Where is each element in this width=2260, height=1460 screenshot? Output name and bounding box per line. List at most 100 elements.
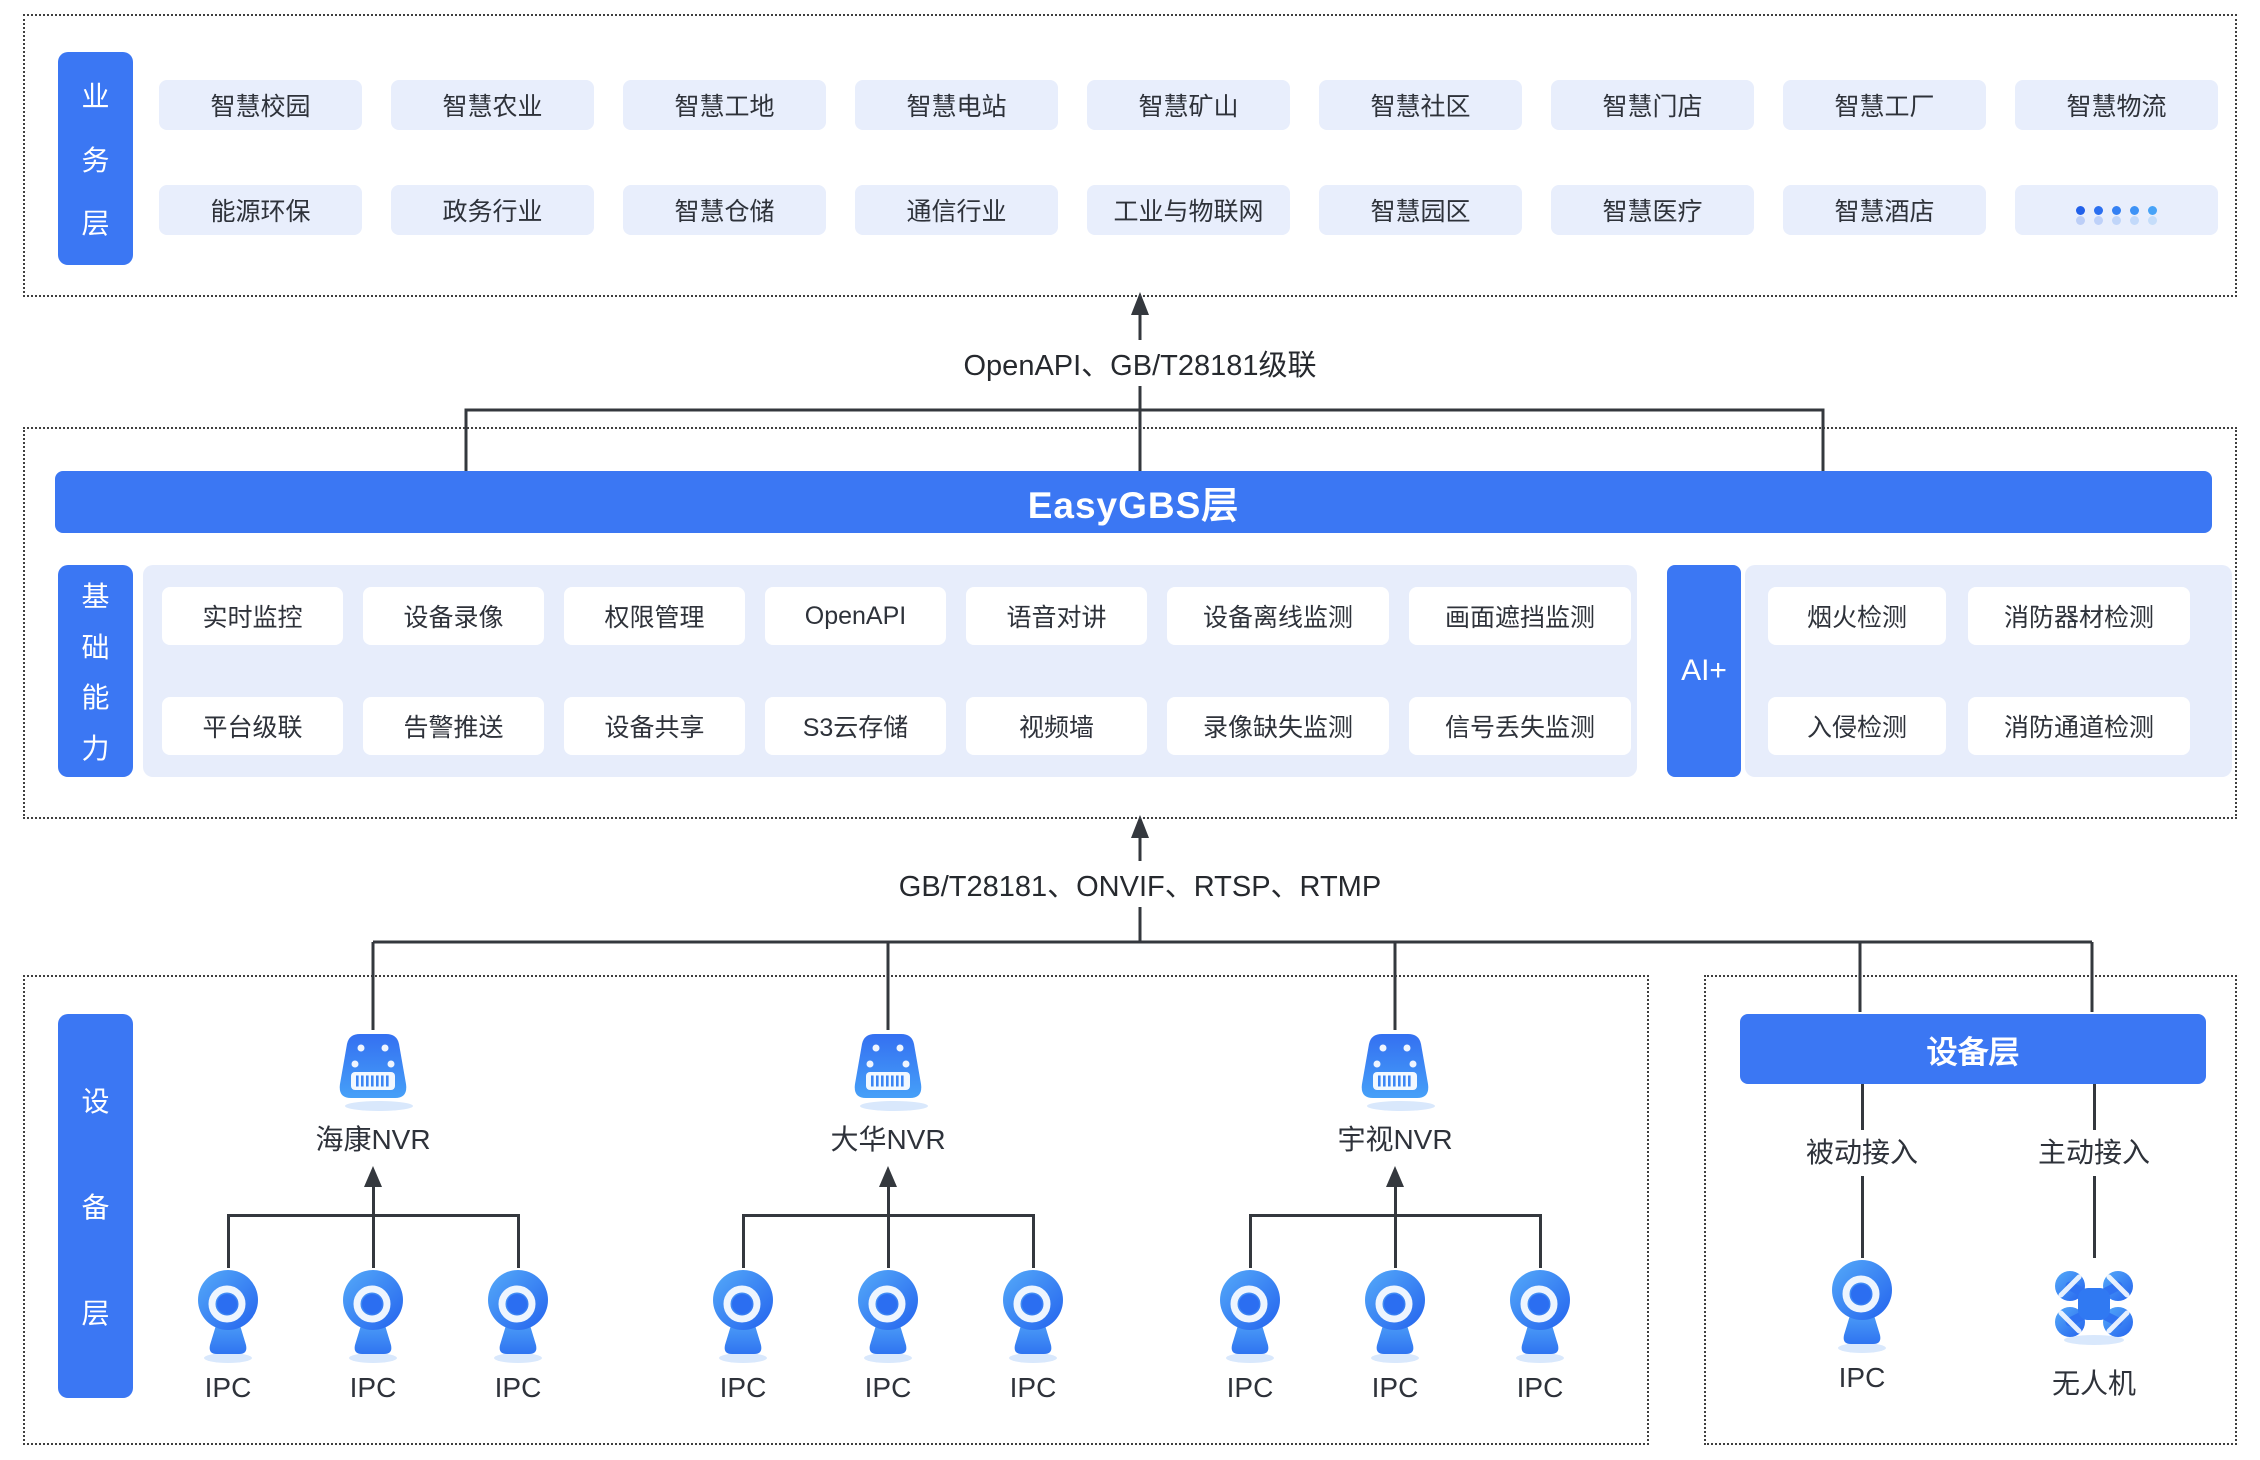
ipc-column: IPC: [1190, 1268, 1310, 1404]
connector-line: [1393, 1214, 1397, 1268]
gbs-layer-title-bar: EasyGBS层: [55, 471, 2212, 533]
arrow-up-icon: [1131, 815, 1149, 838]
dot-icon: [2094, 205, 2103, 215]
capability-chip: 设备共享: [564, 697, 745, 755]
nvr-icon: [840, 1028, 936, 1112]
ipc-label: IPC: [864, 1372, 912, 1403]
capability-chip: S3云存储: [765, 697, 946, 755]
connector-line: [1860, 1176, 1864, 1258]
ipc-column: IPC: [973, 1268, 1093, 1404]
top-bracket-line: [464, 408, 1825, 471]
ipc-camera-icon: [485, 1268, 551, 1364]
connector-line: [371, 1185, 375, 1214]
connector-line: [1393, 1185, 1397, 1214]
ipc-camera-icon: [1000, 1268, 1066, 1364]
ipc-column: IPC: [683, 1268, 803, 1404]
business-chip: 智慧农业: [391, 80, 594, 130]
business-chip: 智慧社区: [1319, 80, 1522, 130]
connector-line: [1538, 1214, 1542, 1268]
ai-capability-chip: 入侵检测: [1768, 697, 1946, 755]
capability-chip: 设备离线监测: [1167, 587, 1389, 645]
business-layer-box: [23, 14, 2237, 297]
connector-line: [371, 1214, 375, 1268]
ipc-column: IPC: [168, 1268, 288, 1404]
business-chip: 智慧工地: [623, 80, 826, 130]
connector-line: [886, 1185, 890, 1214]
device-label: IPC: [1838, 1362, 1886, 1393]
nvr-group: 宇视NVR IPC IPC IPC: [1215, 1012, 1575, 1422]
business-chip: 政务行业: [391, 185, 594, 235]
ipc-column: IPC: [828, 1268, 948, 1404]
dot-icon: [2112, 205, 2121, 215]
ipc-label: IPC: [1009, 1372, 1057, 1403]
drone-icon: [2050, 1258, 2138, 1354]
ipc-camera-icon: [1829, 1258, 1895, 1354]
business-chip: 通信行业: [855, 185, 1058, 235]
dot-icon: [2148, 205, 2157, 215]
nvr-label: 大华NVR: [830, 1124, 946, 1155]
business-chip: 智慧矿山: [1087, 80, 1290, 130]
ai-capability-chip: 烟火检测: [1768, 587, 1946, 645]
capability-chip: 设备录像: [363, 587, 544, 645]
capability-chip: 语音对讲: [966, 587, 1147, 645]
nvr-group: 大华NVR IPC IPC IPC: [708, 1012, 1068, 1422]
nvr-label: 宇视NVR: [1337, 1124, 1453, 1155]
business-chip-row-1: 智慧校园智慧农业智慧工地智慧电站智慧矿山智慧社区智慧门店智慧工厂智慧物流: [159, 80, 2218, 130]
ai-row-1: 烟火检测消防器材检测: [1768, 587, 2190, 645]
more-dots-icon: [2015, 185, 2218, 235]
ipc-camera-icon: [1217, 1268, 1283, 1364]
nvr-label: 海康NVR: [315, 1124, 431, 1155]
connector-line: [2092, 1084, 2096, 1130]
access-column: 主动接入 无人机: [1984, 1084, 2204, 1402]
capability-chip: OpenAPI: [765, 587, 946, 645]
ipc-camera-icon: [1362, 1268, 1428, 1364]
business-chip: 能源环保: [159, 185, 362, 235]
arrow-up-icon: [364, 1166, 382, 1187]
ipc-label: IPC: [204, 1372, 252, 1403]
ipc-label: IPC: [494, 1372, 542, 1403]
business-chip: 智慧园区: [1319, 185, 1522, 235]
ipc-label: IPC: [1371, 1372, 1419, 1403]
device-layer-label: 设备层: [58, 1014, 133, 1398]
ai-row-2: 入侵检测消防通道检测: [1768, 697, 2190, 755]
capability-chip: 权限管理: [564, 587, 745, 645]
access-column: 被动接入 IPC: [1752, 1084, 1972, 1394]
ipc-column: IPC: [1480, 1268, 1600, 1404]
capability-chip: 平台级联: [162, 697, 343, 755]
ipc-column: IPC: [458, 1268, 578, 1404]
ipc-camera-icon: [710, 1268, 776, 1364]
ipc-camera-icon: [340, 1268, 406, 1364]
ai-plus-label: AI+: [1667, 565, 1741, 777]
capability-chip: 视频墙: [966, 697, 1147, 755]
connector-line: [1248, 1214, 1252, 1268]
bottom-connector-label: GB/T28181、ONVIF、RTSP、RTMP: [880, 861, 1400, 907]
ipc-column: IPC: [313, 1268, 433, 1404]
business-chip: 智慧工厂: [1783, 80, 1986, 130]
business-chip: 工业与物联网: [1087, 185, 1290, 235]
access-mode-label: 被动接入: [1805, 1137, 1918, 1168]
business-chip: 智慧酒店: [1783, 185, 1986, 235]
connector-line: [1031, 1214, 1035, 1268]
ipc-label: IPC: [1516, 1372, 1564, 1403]
connector-line: [516, 1214, 520, 1268]
dot-icon: [2130, 205, 2139, 215]
ipc-label: IPC: [719, 1372, 767, 1403]
capability-chip: 录像缺失监测: [1167, 697, 1389, 755]
ipc-camera-icon: [1507, 1268, 1573, 1364]
business-layer-label: 业务层: [58, 52, 133, 265]
ai-capability-chip: 消防通道检测: [1968, 697, 2190, 755]
ipc-label: IPC: [1226, 1372, 1274, 1403]
business-chip: 智慧电站: [855, 80, 1058, 130]
capability-chip: 告警推送: [363, 697, 544, 755]
access-mode-label: 主动接入: [2037, 1137, 2150, 1168]
ipc-label: IPC: [349, 1372, 397, 1403]
capability-chip: 信号丢失监测: [1409, 697, 1631, 755]
nvr-group: 海康NVR IPC IPC IPC: [193, 1012, 553, 1422]
ai-capability-chip: 消防器材检测: [1968, 587, 2190, 645]
arrow-up-icon: [879, 1166, 897, 1187]
capability-chip: 画面遮挡监测: [1409, 587, 1631, 645]
device-label: 无人机: [2051, 1368, 2136, 1399]
